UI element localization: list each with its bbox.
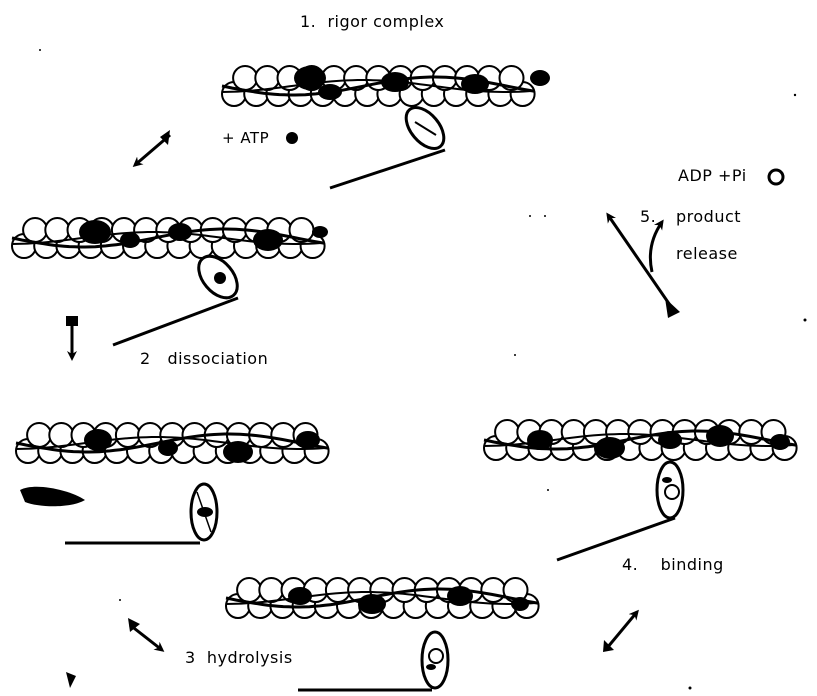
actin-monomer [481, 578, 505, 602]
actin-monomer [233, 66, 257, 90]
actin-monomer [628, 420, 652, 444]
step3-label: 3 hydrolysis [185, 648, 293, 667]
troponin-complex [770, 434, 790, 450]
step3-number: 3 [185, 648, 196, 667]
step4-text: binding [661, 555, 724, 574]
actin-filament-binding [484, 420, 797, 460]
troponin-complex [294, 66, 326, 90]
actin-beads-binding [484, 420, 797, 460]
smudge-mark [20, 487, 85, 507]
step5-text-line2: release [676, 244, 738, 263]
actin-beads-dissociation [12, 218, 328, 258]
step2-number: 2 [140, 349, 151, 368]
troponin-complex [223, 441, 253, 463]
atp-filled-dot [286, 132, 298, 144]
arrow-to-binding [603, 612, 637, 652]
troponin-complex [288, 587, 312, 605]
troponin-complex [358, 594, 386, 614]
step4-number: 4. [622, 555, 638, 574]
arrow-to-dissociation [135, 130, 170, 165]
actin-monomer [27, 423, 51, 447]
step1-text: rigor complex [327, 12, 444, 31]
step5-number: 5. [640, 207, 656, 226]
actin-monomer [45, 218, 69, 242]
arrow-product-release [608, 215, 680, 318]
actin-monomer [49, 423, 73, 447]
troponin-complex [706, 425, 734, 447]
troponin-complex [296, 431, 320, 449]
actin-filament-rigor [222, 66, 550, 106]
troponin-complex [158, 440, 178, 456]
actin-monomer [259, 578, 283, 602]
troponin-complex [318, 84, 342, 100]
actin-beads-rigor [222, 66, 550, 106]
myosin-head-dissociation [113, 249, 245, 345]
myosin-head-rigor [330, 101, 451, 188]
actin-monomer [326, 578, 350, 602]
step5-text-line1: product [676, 207, 741, 226]
step1-label: 1. rigor complex [300, 12, 444, 31]
troponin-complex [511, 597, 529, 611]
troponin-complex [312, 226, 328, 238]
actin-monomer [116, 423, 140, 447]
troponin-complex [447, 586, 473, 606]
troponin-complex [658, 431, 682, 449]
actin-monomer [562, 420, 586, 444]
troponin-complex [461, 74, 489, 94]
troponin-complex [527, 430, 553, 450]
step3-text: hydrolysis [207, 648, 293, 667]
actin-monomer [739, 420, 763, 444]
arrow-to-hydrolysis-upper [66, 316, 78, 358]
bound-atp-dot [214, 272, 226, 284]
troponin-complex [530, 70, 550, 86]
actin-monomer [271, 423, 295, 447]
products-open-circle [769, 170, 783, 184]
troponin-complex [595, 437, 625, 459]
actin-filament-hydrolysis [226, 578, 539, 618]
troponin-complex [168, 223, 192, 241]
myosin-head-hydrolysis-upper [65, 484, 217, 543]
troponin-complex [84, 429, 112, 451]
troponin-complex [381, 72, 409, 92]
troponin-complex [253, 229, 283, 251]
arrow-to-hydrolysis-lower [128, 618, 162, 650]
step2-text: dissociation [167, 349, 268, 368]
actin-monomer [23, 218, 47, 242]
step2-label: 2 dissociation [140, 349, 268, 368]
troponin-complex [79, 220, 111, 244]
actin-filament-hydrolysis-upper [16, 423, 329, 463]
actin-monomer [237, 578, 261, 602]
actin-monomer [495, 420, 519, 444]
step1-number: 1. [300, 12, 316, 31]
step4-label: 4. binding [622, 555, 724, 574]
actin-beads-hydrolysis-upper [16, 423, 329, 463]
actin-beads-hydrolysis [226, 578, 539, 618]
actin-filament-dissociation [12, 218, 328, 258]
myosin-head-hydrolysis [298, 632, 448, 690]
actin-monomer [255, 66, 279, 90]
myosin-head-binding [557, 462, 683, 560]
products-label: ADP +Pi [678, 166, 747, 185]
troponin-complex [120, 232, 140, 248]
atp-label: + ATP [222, 129, 269, 147]
